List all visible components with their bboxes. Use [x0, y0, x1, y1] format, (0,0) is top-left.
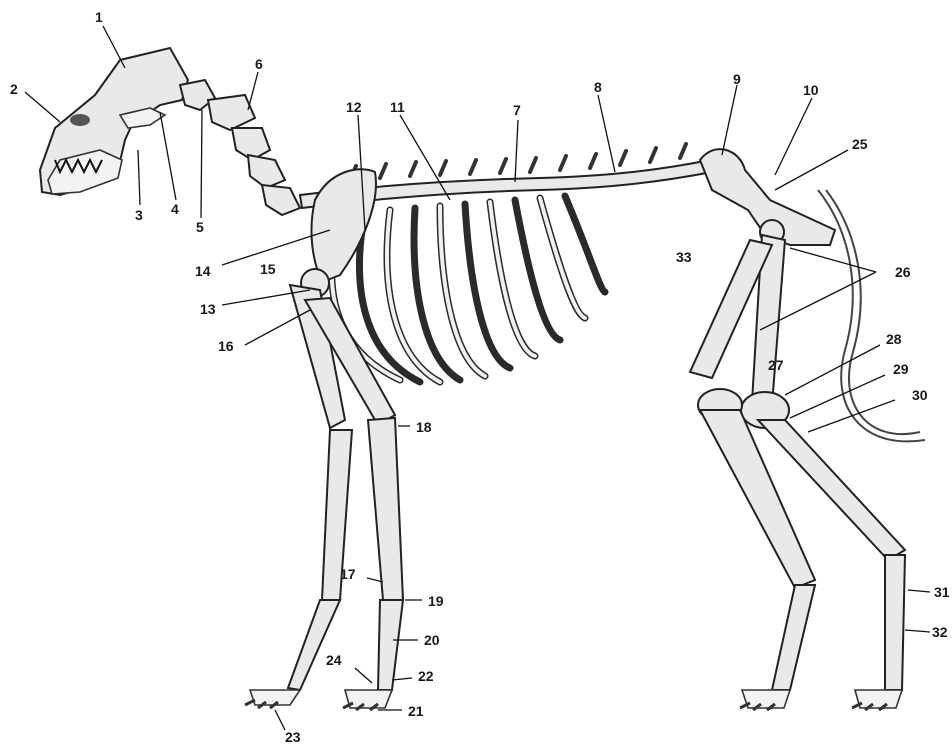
hind-leg-far	[690, 240, 815, 710]
label-25: 25	[852, 137, 868, 151]
label-33: 33	[676, 250, 692, 264]
label-7: 7	[513, 103, 521, 117]
label-16: 16	[218, 339, 234, 353]
label-21: 21	[408, 704, 424, 718]
label-22: 22	[418, 669, 434, 683]
tail-vertebrae	[818, 190, 925, 441]
label-6: 6	[255, 57, 263, 71]
cervical-vertebrae	[180, 80, 300, 215]
label-20: 20	[424, 633, 440, 647]
label-24: 24	[326, 653, 342, 667]
label-27: 27	[768, 358, 784, 372]
label-14: 14	[195, 264, 211, 278]
label-10: 10	[803, 83, 819, 97]
label-8: 8	[594, 80, 602, 94]
label-26: 26	[895, 265, 911, 279]
label-23: 23	[285, 730, 301, 744]
label-19: 19	[428, 594, 444, 608]
label-5: 5	[196, 220, 204, 234]
label-13: 13	[200, 302, 216, 316]
label-32: 32	[932, 625, 948, 639]
label-2: 2	[10, 82, 18, 96]
scapula	[311, 169, 375, 282]
rib-cage	[332, 196, 605, 382]
label-4: 4	[171, 202, 179, 216]
label-11: 11	[390, 100, 405, 114]
label-9: 9	[733, 72, 741, 86]
label-17: 17	[340, 567, 356, 581]
label-29: 29	[893, 362, 909, 376]
label-1: 1	[95, 10, 103, 24]
label-30: 30	[912, 388, 928, 402]
label-12: 12	[346, 100, 362, 114]
label-18: 18	[416, 420, 432, 434]
label-28: 28	[886, 332, 902, 346]
label-15: 15	[260, 262, 276, 276]
label-31: 31	[934, 585, 950, 599]
label-3: 3	[135, 208, 143, 222]
skull	[40, 48, 188, 195]
